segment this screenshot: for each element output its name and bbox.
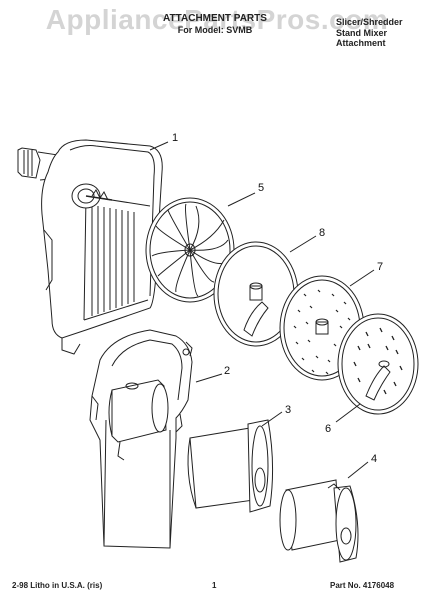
page-number: 1 <box>212 581 217 590</box>
callout-4-leader <box>347 461 369 479</box>
callout-5-leader <box>227 192 256 207</box>
callout-3-leader <box>261 411 283 427</box>
callout-3: 3 <box>285 404 291 416</box>
callout-7: 7 <box>377 261 383 273</box>
callout-2: 2 <box>224 365 230 377</box>
callout-8: 8 <box>319 227 325 239</box>
callout-6: 6 <box>325 423 331 435</box>
part-2-hopper[interactable] <box>89 329 193 549</box>
page-title: ATTACHMENT PARTS <box>163 13 267 24</box>
attachment-name: Slicer/Shredder <box>336 17 403 27</box>
attachment-description: Stand Mixer Attachment <box>336 28 388 48</box>
part-4-small-pusher[interactable] <box>279 479 359 563</box>
callout-4: 4 <box>371 453 377 465</box>
part-1-housing[interactable] <box>17 139 163 355</box>
callout-8-leader <box>289 235 317 253</box>
part-6-coarse-shredding-disc[interactable] <box>337 313 419 415</box>
part-number: Part No. 4176048 <box>330 581 395 590</box>
watermark-text: AppliancePartsPros.com <box>45 4 389 35</box>
model-label: For Model: SVMB <box>177 25 253 35</box>
callout-6-leader <box>335 403 361 423</box>
part-3-large-pusher[interactable] <box>187 419 274 513</box>
callout-5: 5 <box>258 182 264 194</box>
litho-note: 2-98 Litho in U.S.A. (ris) <box>12 581 103 590</box>
callout-2-leader <box>195 373 223 383</box>
callout-1: 1 <box>172 132 178 144</box>
callout-7-leader <box>349 269 375 287</box>
part-5-blade-disc[interactable] <box>145 197 235 303</box>
callout-1-leader <box>149 141 169 151</box>
